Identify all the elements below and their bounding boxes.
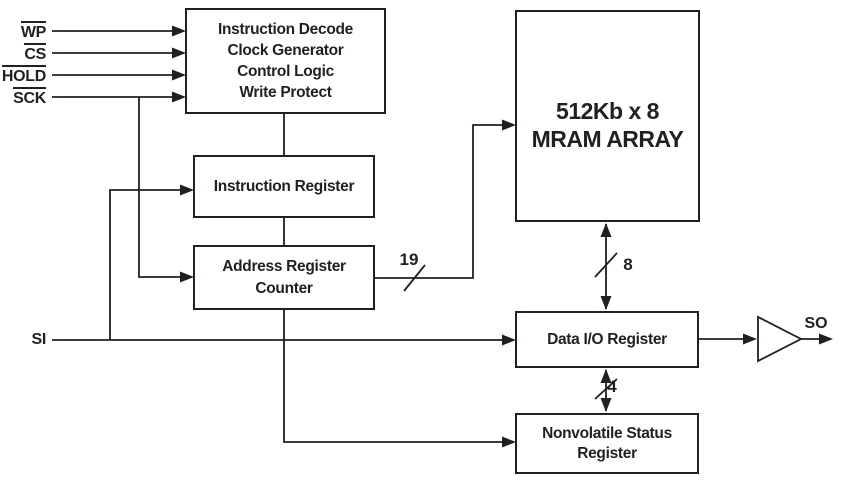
hold-pin-label: HOLD [0,65,46,86]
cs-pin-label: CS [0,43,46,64]
status-bus-down-arrowhead-icon [600,398,612,412]
sck-arrowhead-icon [172,91,186,103]
address-register-counter-block: Address Register Counter [193,245,375,310]
status-register-line-2: Register [577,444,637,462]
control-line-1: Instruction Decode [218,21,353,38]
control-line-3: Control Logic [237,63,334,80]
mram-in-arrowhead-icon [502,119,516,131]
control-logic-block: Instruction Decode Clock Generator Contr… [185,8,386,114]
data-bus-slash-icon [594,252,618,278]
wp-pin-label: WP [0,21,46,42]
cs-arrowhead-icon [172,47,186,59]
control-chain-wire [283,113,504,443]
status-bus-up-arrowhead-icon [600,369,612,383]
address-bus-width-label: 19 [399,250,419,269]
addr-in-arrowhead-icon [180,271,194,283]
address-bus-wire [375,124,504,279]
hold-arrowhead-icon [172,69,186,81]
status-bus-slash-icon [594,378,618,400]
status-register-block: Nonvolatile Status Register [515,413,699,474]
status-register-line-1: Nonvolatile Status [542,424,672,442]
control-line-4: Write Protect [239,84,332,101]
address-bus-slash-icon [403,264,426,292]
output-buffer-icon [757,315,803,363]
si-arrowhead-icon [502,334,516,346]
instr-in-arrowhead-icon [180,184,194,196]
mram-array-line-2: MRAM ARRAY [531,126,684,152]
data-bus-width-label: 8 [623,255,633,274]
wp-arrowhead-icon [172,25,186,37]
control-line-2: Clock Generator [227,42,344,59]
instruction-register-label: Instruction Register [213,178,355,195]
data-bus-down-arrowhead-icon [600,296,612,310]
instruction-register-block: Instruction Register [193,155,375,218]
si-branch-wire [109,189,182,340]
si-pin-label: SI [31,331,46,348]
so-arrowhead-icon [819,333,833,345]
mram-array-line-1: 512Kb x 8 [556,98,659,124]
address-register-line-2: Counter [255,279,313,297]
status-bus-width-label: 4 [607,377,617,396]
so-pin-label: SO [804,315,828,332]
status-in-arrowhead-icon [502,436,516,448]
data-bus-up-arrowhead-icon [600,223,612,237]
data-io-register-label: Data I/O Register [547,331,667,348]
sck-branch-wire [138,97,182,278]
mram-array-block: 512Kb x 8 MRAM ARRAY [515,10,700,222]
buffer-in-arrowhead-icon [743,333,757,345]
sck-pin-label: SCK [0,87,46,108]
address-register-line-1: Address Register [222,257,346,275]
data-io-register-block: Data I/O Register [515,311,699,368]
